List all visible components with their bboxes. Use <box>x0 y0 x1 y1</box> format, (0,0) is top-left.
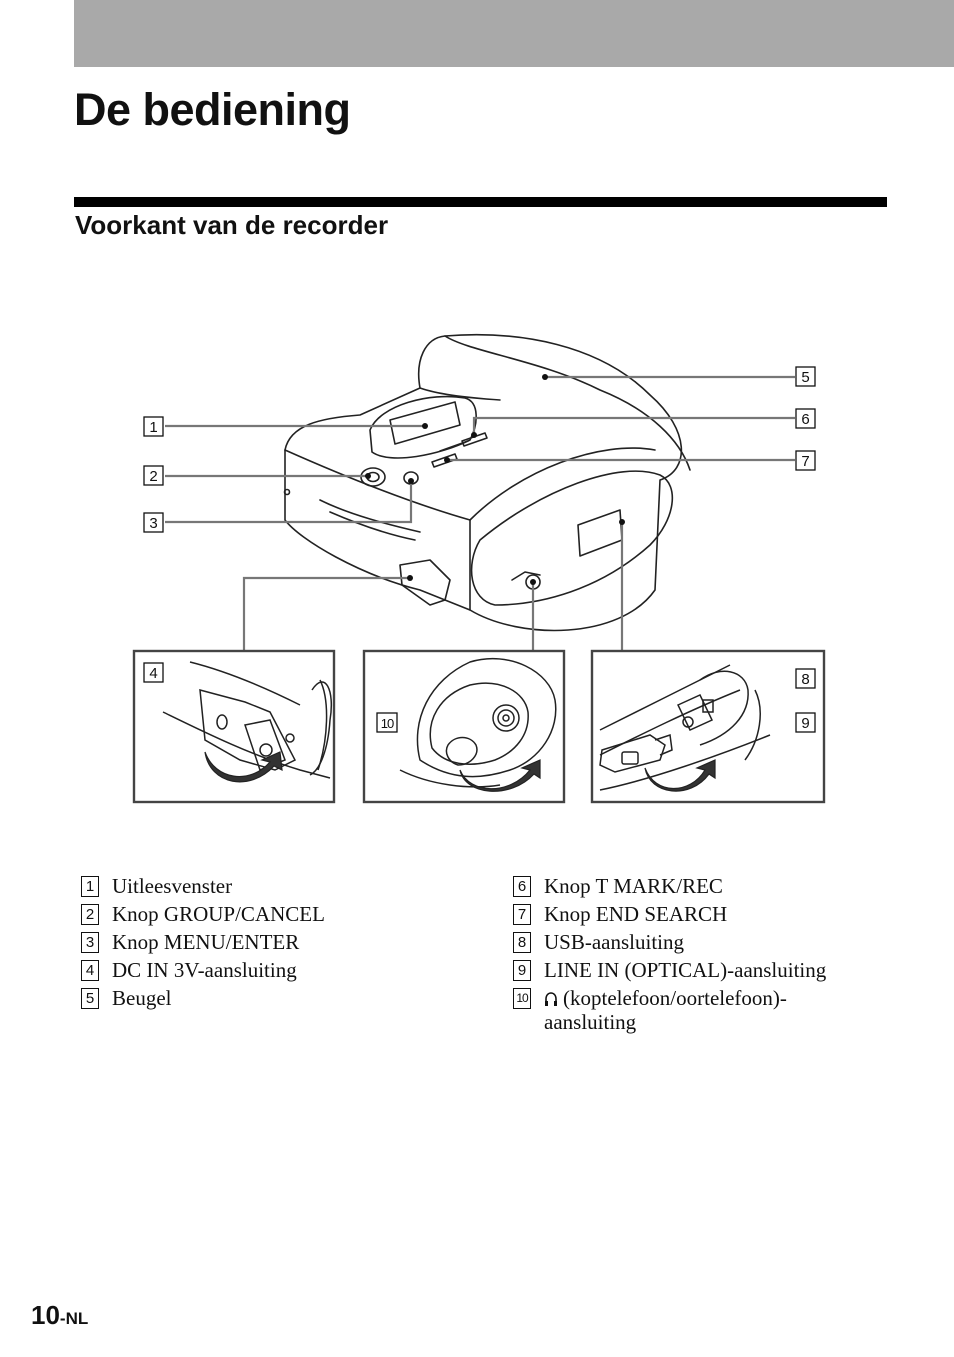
legend-item: 3 Knop MENU/ENTER <box>81 926 481 954</box>
legend-text-continuation: aansluiting <box>544 1010 637 1034</box>
legend-right: 6 Knop T MARK/REC 7 Knop END SEARCH 8 US… <box>513 870 893 1034</box>
legend-text: Knop GROUP/CANCEL <box>112 902 325 926</box>
legend-number: 3 <box>81 932 99 953</box>
legend-item: 7 Knop END SEARCH <box>513 898 893 926</box>
callout-4: 4 <box>149 665 157 682</box>
legend-item: 10 (koptelefoon/oortelefoon)- aansluitin… <box>513 982 893 1034</box>
callout-6: 6 <box>801 411 809 428</box>
legend-item: 4 DC IN 3V-aansluiting <box>81 954 481 982</box>
callout-3: 3 <box>149 515 157 532</box>
legend-number: 1 <box>81 876 99 897</box>
page-number-suffix: -NL <box>59 1309 89 1328</box>
legend-text: USB-aansluiting <box>544 930 684 954</box>
section-title: Voorkant van de recorder <box>75 210 389 240</box>
callout-1: 1 <box>149 419 157 436</box>
section-rule <box>74 197 887 207</box>
callout-10: 10 <box>381 716 394 731</box>
legend-number: 8 <box>513 932 531 953</box>
legend-number: 7 <box>513 904 531 925</box>
page-number-value: 10 <box>31 1300 60 1330</box>
legend-text: Uitleesvenster <box>112 874 233 898</box>
legend-number: 2 <box>81 904 99 925</box>
legend-number: 6 <box>513 876 531 897</box>
legend-text: DC IN 3V-aansluiting <box>112 958 297 982</box>
legend-item: 9 LINE IN (OPTICAL)-aansluiting <box>513 954 893 982</box>
legend-item: 5 Beugel <box>81 982 481 1010</box>
legend-number: 5 <box>81 988 99 1009</box>
callout-7: 7 <box>801 453 809 470</box>
legend-text-line: (koptelefoon/oortelefoon)- <box>544 982 893 1010</box>
legend-text: Knop MENU/ENTER <box>112 930 300 954</box>
legend-number: 4 <box>81 960 99 981</box>
headphone-icon <box>545 992 557 1006</box>
legend-text: (koptelefoon/oortelefoon)- <box>563 986 787 1010</box>
callout-9: 9 <box>801 715 809 732</box>
callout-8: 8 <box>801 671 809 688</box>
legend-left: 1 Uitleesvenster 2 Knop GROUP/CANCEL 3 K… <box>81 870 481 1010</box>
legend-number: 10 <box>513 988 531 1009</box>
inset-usb-line-in <box>590 649 826 804</box>
legend-text: Knop T MARK/REC <box>544 874 723 898</box>
dc-jack-cover <box>399 559 451 606</box>
legend-number: 9 <box>513 960 531 981</box>
legend-text: Knop END SEARCH <box>544 902 728 926</box>
callout-2: 2 <box>149 468 157 485</box>
legend-text: LINE IN (OPTICAL)-aansluiting <box>544 958 827 982</box>
legend-text: Beugel <box>112 986 172 1010</box>
recorder-diagram: 1 2 3 4 5 6 7 8 9 10 <box>132 333 826 804</box>
legend-item: 6 Knop T MARK/REC <box>513 870 893 898</box>
page-number: 10-NL <box>31 1300 88 1331</box>
tmark-button <box>461 432 488 447</box>
header-bar <box>74 0 954 67</box>
legend-item: 1 Uitleesvenster <box>81 870 481 898</box>
legend-item: 2 Knop GROUP/CANCEL <box>81 898 481 926</box>
page-title: De bediening <box>74 84 351 135</box>
legend-item: 8 USB-aansluiting <box>513 926 893 954</box>
callout-5: 5 <box>801 369 809 386</box>
